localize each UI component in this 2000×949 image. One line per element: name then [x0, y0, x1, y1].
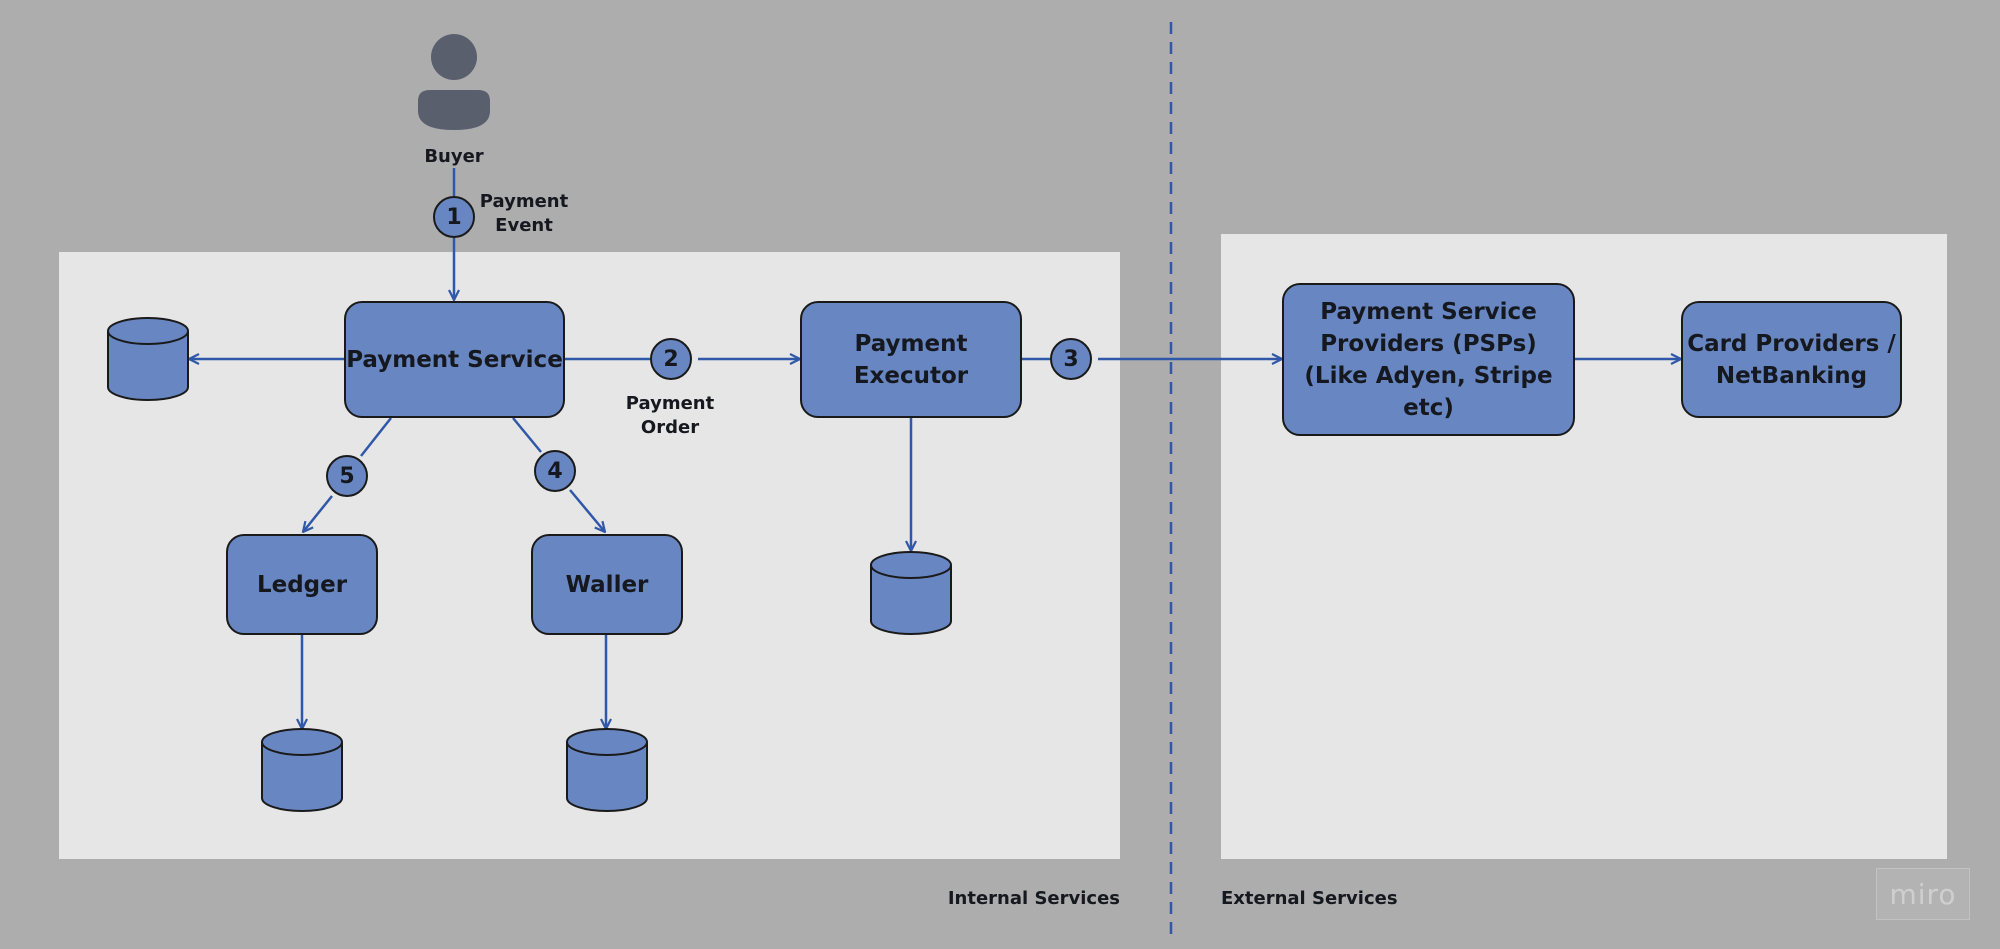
waller-node[interactable]: Waller	[531, 534, 683, 635]
edge-step4-to-waller	[569, 489, 605, 532]
edge-payment-service-to-step4	[512, 417, 542, 453]
payment-executor-node[interactable]: Payment Executor	[800, 301, 1022, 418]
step-3-badge: 3	[1050, 338, 1092, 380]
ledger-node[interactable]: Ledger	[226, 534, 378, 635]
executor-database-icon	[870, 551, 952, 635]
external-services-caption: External Services	[1221, 888, 1398, 909]
step-2-badge: 2	[650, 338, 692, 380]
step-1-badge: 1	[433, 196, 475, 238]
step-4-badge: 4	[534, 450, 576, 492]
miro-watermark: miro	[1876, 868, 1970, 920]
waller-database-icon	[566, 728, 648, 812]
psp-node[interactable]: Payment Service Providers (PSPs) (Like A…	[1282, 283, 1575, 436]
card-providers-node[interactable]: Card Providers / NetBanking	[1681, 301, 1902, 418]
step-5-badge: 5	[326, 455, 368, 497]
ledger-database-icon	[261, 728, 343, 812]
payment-service-node[interactable]: Payment Service	[344, 301, 565, 418]
payment-event-label: Payment Event	[479, 191, 569, 236]
edge-step5-to-ledger	[303, 495, 333, 532]
internal-services-caption: Internal Services	[947, 888, 1120, 909]
edge-payment-service-to-step5	[360, 417, 392, 457]
buyer-label: Buyer	[424, 146, 484, 167]
payment-service-database-icon	[107, 317, 189, 401]
payment-order-label: Payment Order	[625, 393, 715, 438]
